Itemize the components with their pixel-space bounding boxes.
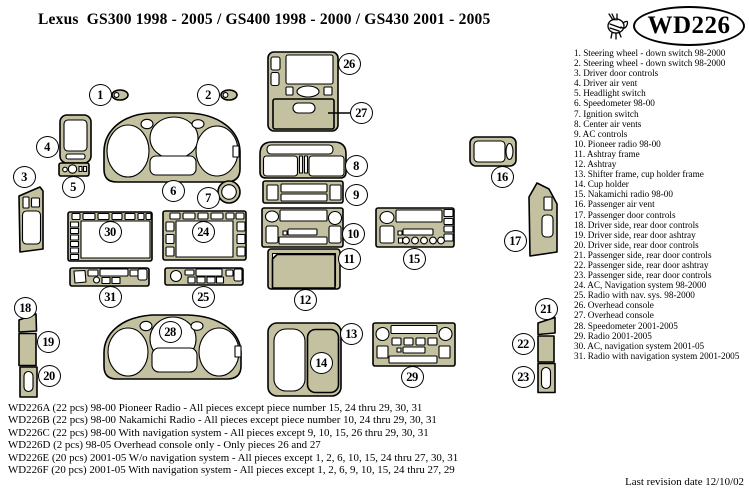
callout-26: 26 [337,53,361,75]
parts-list-item: 18. Driver side, rear door controls [574,219,699,230]
logo-code: WD226 [647,12,731,39]
parts-list-item: 30. AC, navigation system 2001-05 [574,340,705,351]
parts-list-item: 23. Passenger side, rear door controls [574,270,712,281]
callout-1: 1 [88,84,112,106]
callout-13: 13 [339,323,363,345]
kit-line: WD226D (2 pcs) 98-05 Overhead console on… [8,439,321,452]
parts-list-item: 31. Radio with navigation system 2001-20… [574,350,740,361]
parts-list: 1. Steering wheel - down switch 98-2000 … [574,48,740,361]
callout-21: 21 [534,298,558,320]
callout-30: 30 [98,221,122,243]
piece-driver-rear-door-ashtray [18,332,37,367]
piece-ac-controls [262,180,344,204]
piece-ac-navigation-2001 [67,211,153,262]
kit-line: WD226F (20 pcs) 2001-05 With navigation … [8,464,455,477]
piece-passenger-rear-door-controls-bottom [537,362,556,394]
piece-nakamichi-radio [375,207,455,248]
callout-24: 24 [191,221,215,243]
callout-15: 15 [402,248,426,270]
parts-list-item: 26. Overhead console [574,300,654,311]
logo-badge: WD226 [633,6,745,46]
piece-driver-rear-door-controls-bottom [19,366,38,398]
parts-list-item: 12. Ashtray [574,159,617,170]
parts-list-item: 22. Passenger side, rear door ashtray [574,259,709,270]
parts-list-item: 7. Ignition switch [574,108,639,119]
piece-ignition-switch [217,180,241,204]
callout-18: 18 [13,297,37,319]
callout-14: 14 [309,352,333,374]
piece-center-air-vents [259,141,347,179]
piece-driver-door-controls [18,186,44,253]
callout-17: 17 [503,230,527,252]
piece-steering-switch-left [111,89,129,101]
callout-9: 9 [344,184,368,206]
piece-passenger-rear-door-controls-top [537,316,556,336]
piece-passenger-air-vent [469,136,517,167]
piece-radio-nav-2001 [69,267,150,287]
kit-line: WD226A (22 pcs) 98-00 Pioneer Radio - Al… [8,402,423,414]
parts-list-item: 8. Center air vents [574,118,642,129]
callout-12: 12 [293,289,317,311]
parts-list-item: 20. Driver side, rear door controls [574,239,699,250]
parts-list-item: 15. Nakamichi radio 98-00 [574,189,673,200]
parts-list-item: 14. Cup holder [574,179,629,190]
piece-headlight-switch [58,162,90,177]
callout-28: 28 [158,321,182,343]
parts-list-item: 27. Overhead console [574,310,654,321]
parts-list-item: 2. Steering wheel - down switch 98-2000 [574,58,726,69]
parts-list-item: 24. AC, Navigation system 98-2000 [574,280,707,291]
parts-list-item: 28. Speedometer 2001-2005 [574,320,678,331]
piece-speedometer-98-00 [103,112,241,183]
callout-22: 22 [511,333,535,355]
callout-8: 8 [344,155,368,177]
parts-list-item: 25. Radio with nav. sys. 98-2000 [574,290,695,301]
parts-list-item: 4. Driver air vent [574,78,638,89]
parts-list-item: 10. Pioneer radio 98-00 [574,138,661,149]
callout-31: 31 [98,286,122,308]
parts-list-item: 3. Driver door controls [574,68,659,79]
parts-list-item: 29. Radio 2001-2005 [574,330,652,341]
bee-icon [607,13,629,40]
callout-25: 25 [191,286,215,308]
callout-2: 2 [196,84,220,106]
kit-line: WD226C (22 pcs) 98-00 With navigation sy… [8,426,429,439]
piece-driver-air-vent [59,114,92,164]
callout-11: 11 [337,248,361,270]
piece-radio-nav-98 [164,267,244,286]
callout-7: 7 [196,187,220,209]
callout-23: 23 [511,366,535,388]
callout-4: 4 [35,136,59,158]
callout-20: 20 [37,365,61,387]
parts-list-item: 1. Steering wheel - down switch 98-2000 [574,48,726,58]
kit-line: WD226B (22 pcs) 98-00 Nakamichi Radio - … [8,414,437,427]
callout-10: 10 [341,223,365,245]
piece-overhead-console [267,51,339,132]
parts-list-item: 19. Driver side, rear door ashtray [574,229,696,240]
callout-19: 19 [36,331,60,353]
callout-27: 27 [349,102,373,124]
parts-list-item: 21. Passenger side, rear door controls [574,249,712,260]
parts-list-item: 6. Speedometer 98-00 [574,98,655,109]
parts-list-item: 17. Passenger door controls [574,209,676,220]
callout-16: 16 [490,166,514,188]
revision-date: Last revision date 12/10/02 [625,476,744,488]
callout-5: 5 [61,176,85,198]
piece-steering-switch-right [220,89,238,101]
piece-ashtray [271,253,336,289]
piece-passenger-rear-door-ashtray [537,335,555,363]
kit-line: WD226E (20 pcs) 2001-05 W/o navigation s… [8,451,459,464]
parts-list-item: 5. Headlight switch [574,88,646,99]
piece-radio-2001 [372,322,456,367]
parts-list-item: 9. AC controls [574,128,628,139]
piece-passenger-door-controls [528,182,558,257]
callout-29: 29 [400,366,424,388]
callout-3: 3 [12,166,36,188]
parts-list-item: 16. Passenger air vent [574,199,655,210]
piece-pioneer-radio [261,207,344,248]
parts-list-item: 11. Ashtray frame [574,148,640,159]
callout-6: 6 [161,180,185,202]
page-title: Lexus GS300 1998 - 2005 / GS400 1998 - 2… [38,11,491,28]
kit-variants: WD226A (22 pcs) 98-00 Pioneer Radio - Al… [8,402,458,476]
parts-list-item: 13. Shifter frame, cup holder frame [574,169,704,180]
